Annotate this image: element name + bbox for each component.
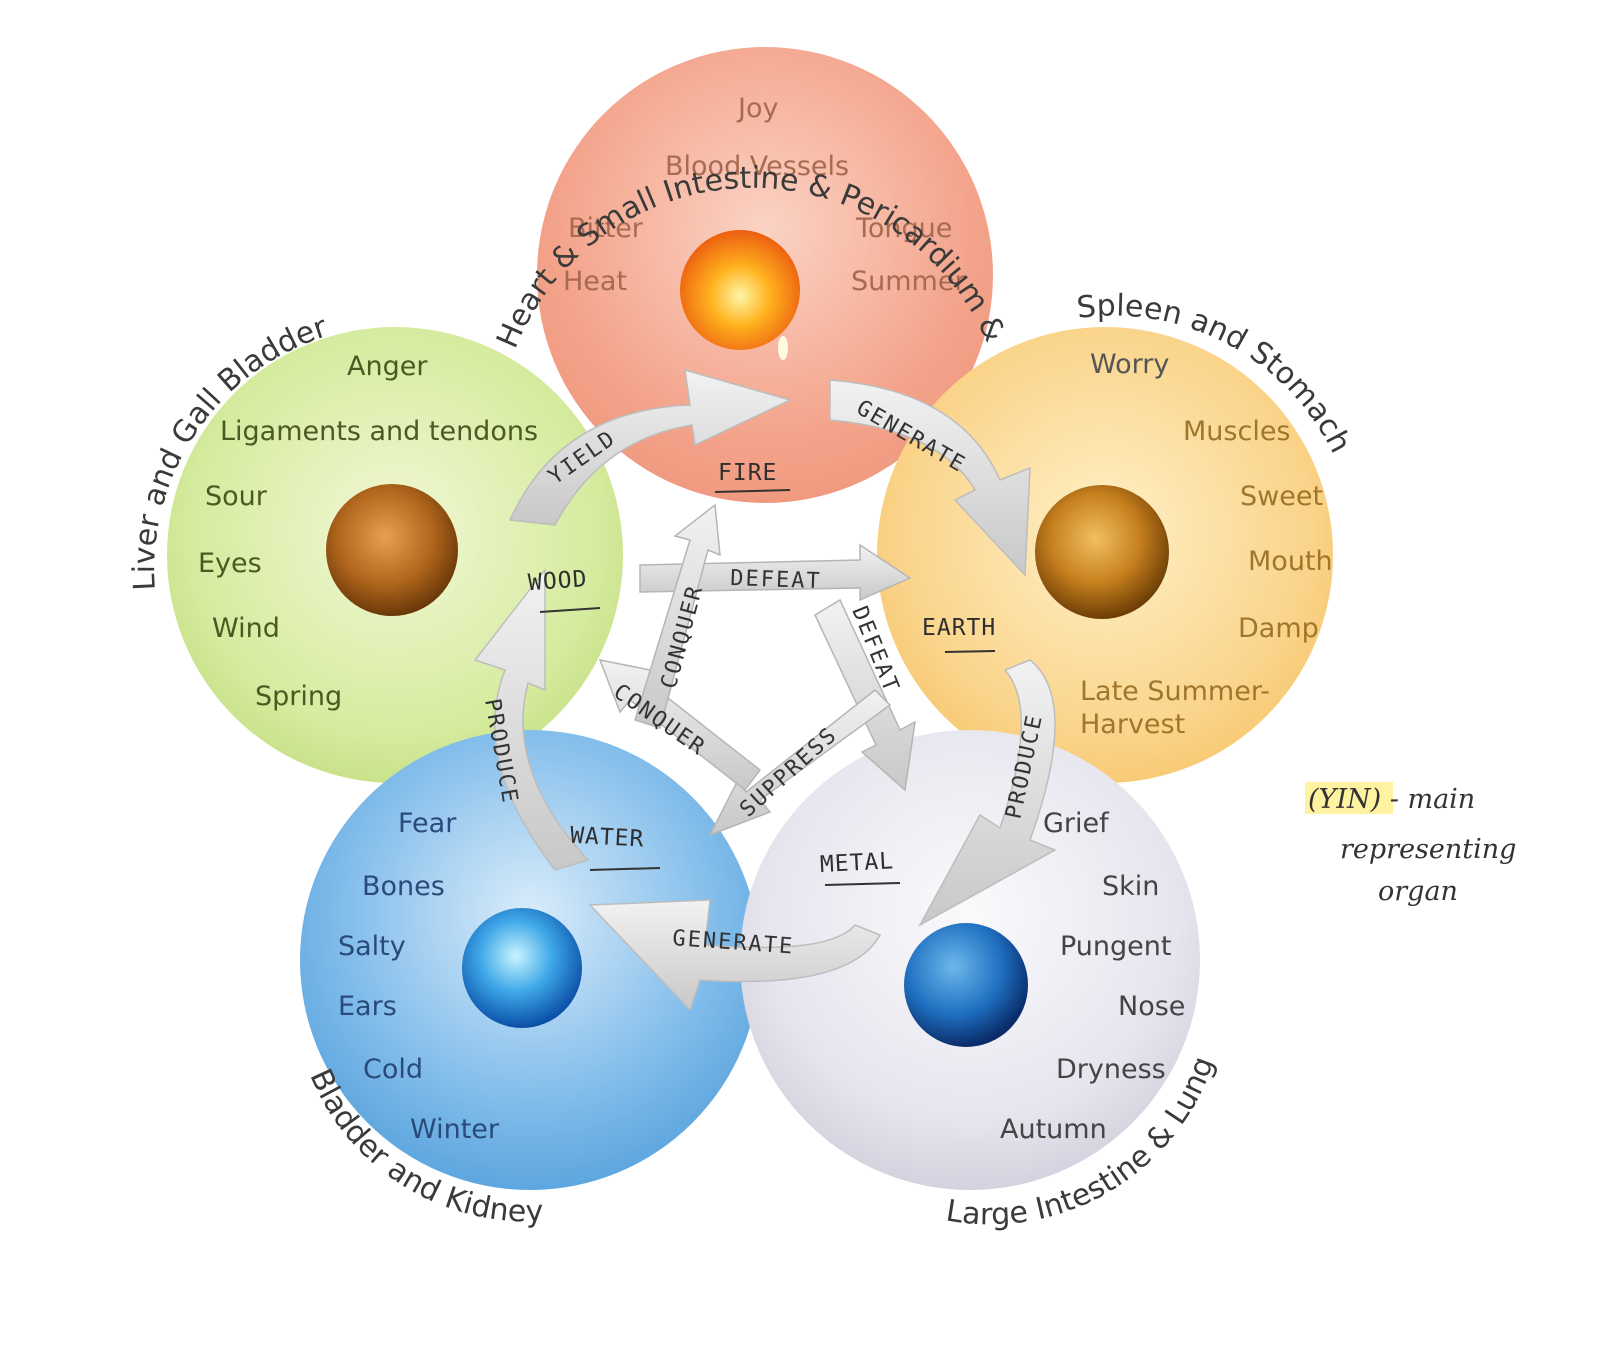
- water-attr: Winter: [410, 1114, 500, 1145]
- wood-element-label: WOOD: [527, 566, 588, 596]
- water-underline: [589, 867, 661, 871]
- wood-orb-icon: [326, 484, 458, 616]
- earth-attr: Harvest: [1080, 709, 1185, 740]
- fire-attributes: Joy Blood Vessels Bitter Heat Tongue Sum…: [563, 93, 966, 297]
- generate-bottom-arrow: [588, 899, 882, 1012]
- earth-orb-icon: [1035, 485, 1169, 619]
- yield-arrow: [508, 368, 793, 526]
- metal-attr: Pungent: [1060, 931, 1171, 962]
- conquer-top-arrow: [634, 503, 721, 729]
- metal-attributes: Grief Skin Pungent Nose Dryness Autumn: [1000, 808, 1185, 1145]
- metal-underline: [824, 882, 901, 886]
- note-line-2: representing: [1340, 834, 1516, 865]
- fire-attr: Tongue: [855, 213, 952, 244]
- suppress-arrow: [708, 688, 892, 837]
- fire-element-label: FIRE: [718, 460, 777, 486]
- wood-attr: Spring: [255, 681, 342, 712]
- wood-attr: Ligaments and tendons: [220, 416, 538, 447]
- fire-attr: Blood Vessels: [665, 151, 849, 182]
- water-attr: Salty: [338, 931, 406, 962]
- fire-attr: Heat: [563, 266, 627, 297]
- wood-attr: Wind: [212, 613, 280, 644]
- controlling-cycle-arrows: [598, 503, 916, 837]
- earth-attr: Damp: [1238, 613, 1319, 644]
- water-attr: Bones: [362, 871, 445, 902]
- fire-attr: Bitter: [568, 213, 644, 244]
- metal-attr: Autumn: [1000, 1114, 1107, 1145]
- water-element-label: WATER: [569, 823, 645, 853]
- metal-attr: Dryness: [1056, 1054, 1166, 1085]
- water-orb-icon: [462, 908, 582, 1028]
- earth-attr: Sweet: [1240, 481, 1323, 512]
- earth-element-label: EARTH: [922, 615, 996, 641]
- fire-attr: Joy: [736, 93, 778, 124]
- wood-attr: Sour: [205, 481, 268, 512]
- metal-attr: Skin: [1102, 871, 1159, 902]
- note-line-3: organ: [1378, 876, 1458, 907]
- wood-underline: [539, 607, 601, 613]
- defeat-top-label: DEFEAT: [730, 566, 822, 594]
- generate-top-arrow: [829, 379, 1031, 577]
- water-attr: Fear: [398, 808, 457, 839]
- produce-left-arrow: [473, 567, 590, 871]
- water-attributes: Fear Bones Salty Ears Cold Winter: [338, 808, 500, 1145]
- earth-attr: Mouth: [1248, 546, 1333, 577]
- wood-attributes: Anger Ligaments and tendons Sour Eyes Wi…: [198, 351, 538, 712]
- conquer-left-arrow: [598, 658, 762, 792]
- fire-underline: [714, 489, 791, 493]
- metal-attr: Nose: [1118, 991, 1185, 1022]
- generating-cycle-arrows: [473, 368, 1057, 1012]
- produce-right-arrow: [918, 659, 1057, 927]
- yin-note: (YIN) - main representing organ: [1305, 782, 1516, 907]
- earth-attr: Worry: [1090, 349, 1169, 380]
- wood-attr: Anger: [347, 351, 428, 382]
- defeat-right-arrow: [814, 598, 916, 792]
- note-line-1: (YIN) - main: [1308, 784, 1475, 815]
- fire-attr: Summer: [851, 266, 966, 297]
- fire-orb-icon: [680, 230, 800, 350]
- earth-underline: [944, 650, 996, 653]
- metal-attr: Grief: [1043, 808, 1110, 839]
- earth-attr: Muscles: [1183, 416, 1291, 447]
- yin-highlight: [1305, 782, 1393, 814]
- candle-flame-icon: [778, 336, 788, 360]
- metal-element-label: METAL: [819, 848, 895, 878]
- wood-attr: Eyes: [198, 548, 262, 579]
- earth-attributes: Worry Muscles Sweet Mouth Damp Late Summ…: [1080, 349, 1333, 740]
- metal-orb-icon: [904, 923, 1028, 1047]
- water-attr: Cold: [363, 1054, 423, 1085]
- earth-attr: Late Summer-: [1080, 676, 1270, 707]
- water-attr: Ears: [338, 991, 397, 1022]
